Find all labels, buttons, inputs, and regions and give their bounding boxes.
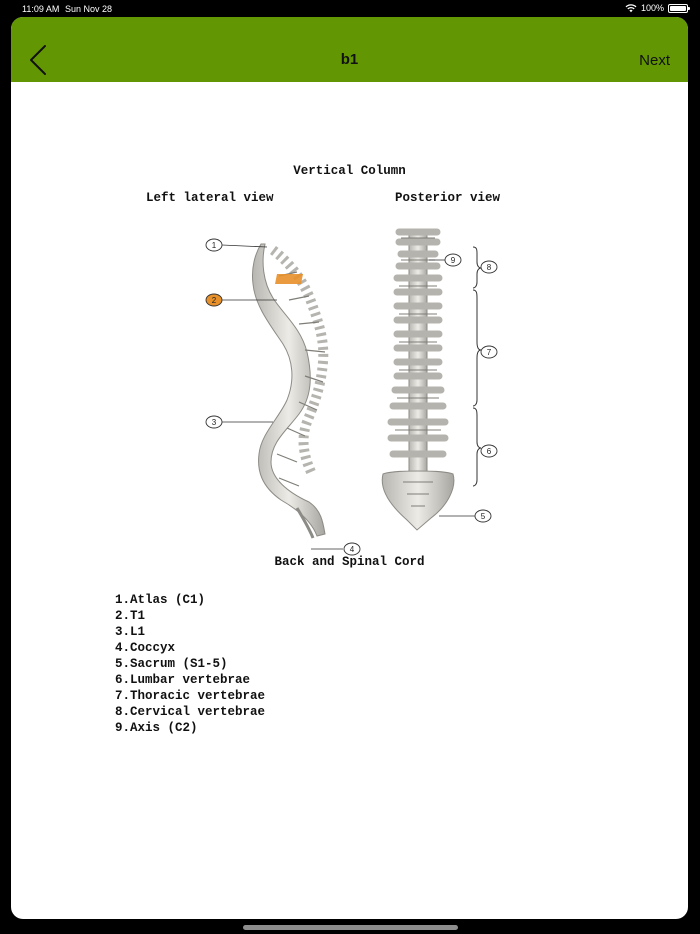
figure-title: Vertical Column [293, 164, 406, 178]
legend-item: 3.L1 [115, 625, 146, 639]
status-time: 11:09 AM [22, 4, 60, 14]
legend-list: 1.Atlas (C1) 2.T1 3.L1 4.Coccyx 5.Sacrum… [115, 592, 265, 736]
legend-item: 1.Atlas (C1) [115, 593, 206, 607]
next-button[interactable]: Next [639, 52, 670, 69]
chevron-left-icon [30, 45, 46, 75]
status-date: Sun Nov 28 [65, 4, 113, 14]
legend-item: 5.Sacrum (S1-5) [115, 657, 228, 671]
figure-caption: Back and Spinal Cord [274, 555, 425, 569]
wifi-icon [625, 4, 637, 13]
legend-item: 4.Coccyx [115, 641, 176, 655]
status-bar: 11:09 AM Sun Nov 28 100% [0, 0, 700, 17]
legend-item: 6.Lumbar vertebrae [115, 673, 251, 687]
right-view-label: Posterior view [395, 191, 501, 205]
legend-item: 9.Axis (C2) [115, 721, 198, 735]
home-indicator[interactable] [243, 925, 458, 930]
legend-item: 2.T1 [115, 609, 146, 623]
legend-item: 8.Cervical vertebrae [115, 705, 266, 719]
left-view-label: Left lateral view [146, 191, 274, 205]
battery-icon [668, 3, 690, 13]
battery-level [670, 5, 686, 11]
callout-2: 2 [212, 296, 217, 305]
battery-percent: 100% [640, 3, 664, 13]
spine-illustration: 1 2 3 4 5 6 7 8 9 [205, 228, 498, 556]
back-button[interactable] [25, 43, 55, 77]
nav-bar: b1 Next [11, 17, 688, 82]
callout-6: 6 [487, 447, 492, 456]
content-area: Vertical Column Left lateral view Poster… [11, 82, 688, 919]
callout-8: 8 [487, 263, 492, 272]
status-indicators: 100% [625, 3, 690, 13]
legend-item: 7.Thoracic vertebrae [115, 689, 266, 703]
callout-3: 3 [212, 418, 217, 427]
callout-7: 7 [487, 348, 492, 357]
callout-5: 5 [481, 512, 486, 521]
app-window: b1 Next Vertical Column Left lateral vie… [11, 17, 688, 919]
callout-4: 4 [350, 545, 355, 554]
page-title: b1 [340, 51, 359, 68]
callout-1: 1 [212, 241, 217, 250]
callout-9: 9 [451, 256, 456, 265]
posterior-spine [381, 228, 455, 531]
lateral-spine [252, 243, 329, 539]
